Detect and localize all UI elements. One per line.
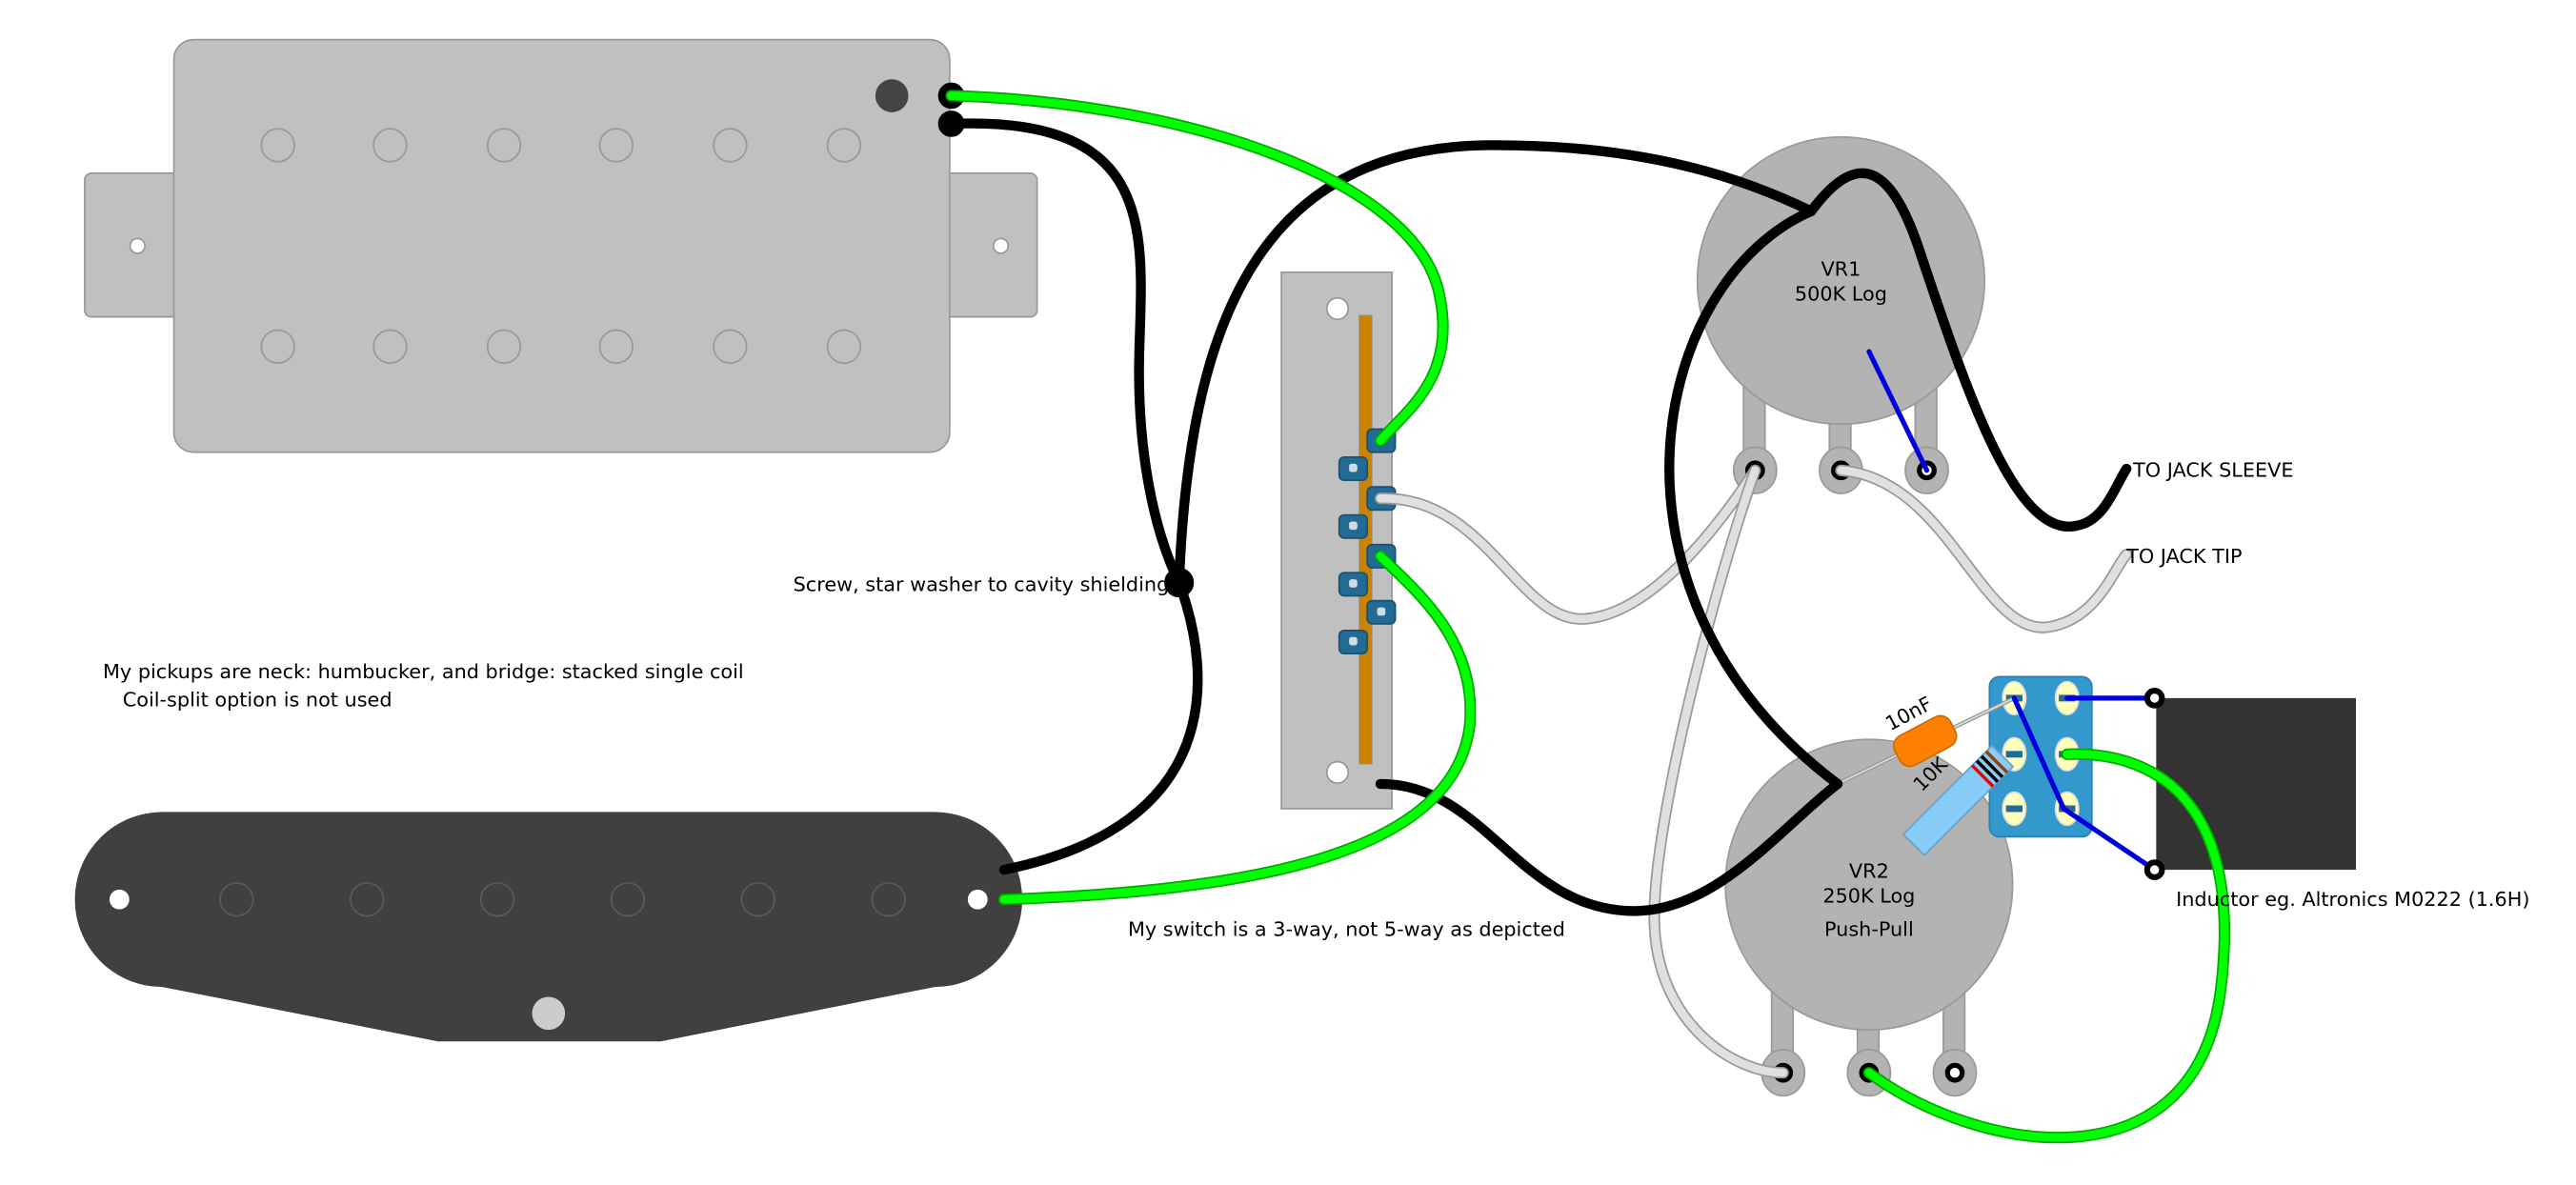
inductor-note: Inductor eg. Altronics M0222 (1.6H)	[2176, 888, 2529, 911]
jack-tip-label: TO JACK TIP	[2125, 545, 2242, 568]
inductor	[2156, 697, 2356, 871]
push-pull-switch	[1988, 675, 2093, 838]
switch-note: My switch is a 3-way, not 5-way as depic…	[1128, 917, 1565, 940]
vr2-value: 250K Log	[1822, 885, 1915, 908]
vr2-type: Push-Pull	[1824, 917, 1914, 940]
ground-wires	[937, 82, 2132, 916]
jumper-wires	[1866, 349, 2158, 873]
vr1-value: 500K Log	[1795, 282, 1887, 305]
vr1-name: VR1	[1821, 257, 1861, 280]
humbucker-pickup	[84, 38, 1038, 453]
signal-wires	[1374, 464, 2133, 1079]
ground-screw-label: Screw, star washer to cavity shielding	[794, 572, 1170, 595]
blade-switch	[1280, 271, 1397, 810]
coil-split-note: Coil-split option is not used	[123, 689, 392, 712]
vr2-name: VR2	[1849, 860, 1889, 883]
inductor-terminals	[2143, 688, 2165, 880]
single-coil-pickup	[74, 812, 1023, 1042]
pickups-note: My pickups are neck: humbucker, and brid…	[103, 660, 744, 683]
jack-sleeve-label: TO JACK SLEEVE	[2132, 459, 2293, 482]
